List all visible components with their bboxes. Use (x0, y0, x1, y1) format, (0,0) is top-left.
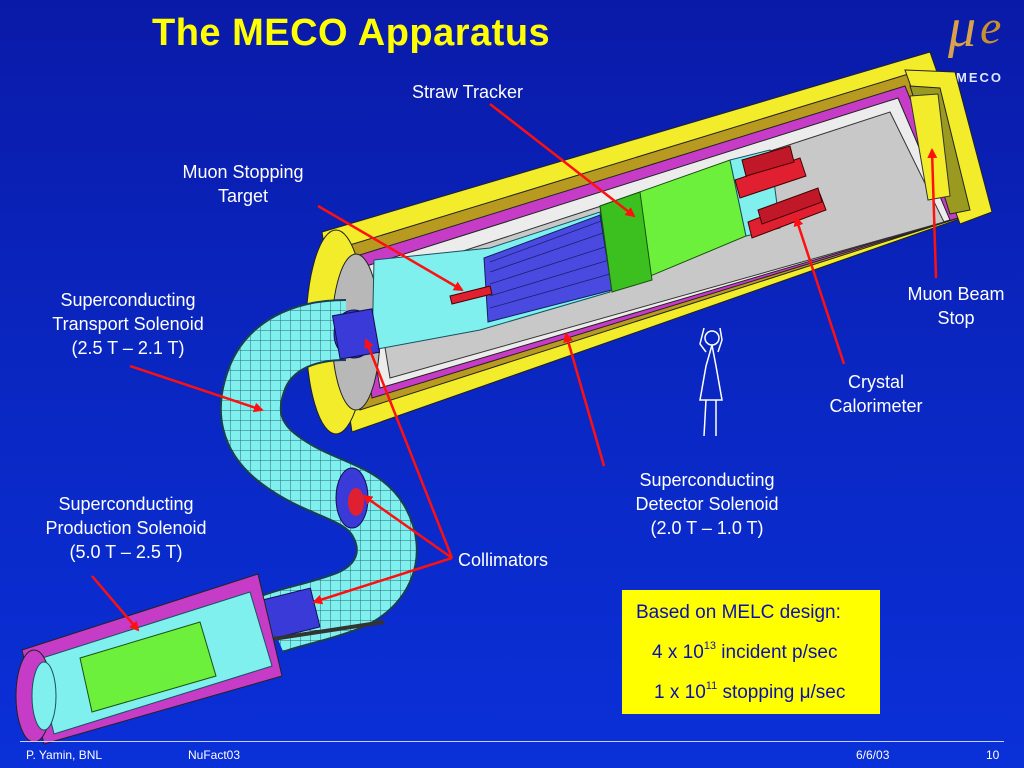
production-solenoid-shape (15, 573, 283, 745)
label-line: Target (217, 186, 269, 206)
arrow-collimator-3 (312, 556, 453, 605)
footer-date: 6/6/03 (856, 748, 890, 762)
human-scale-figure (699, 327, 723, 437)
melc-info-box: Based on MELC design: 4 x 1013 incident … (622, 590, 880, 714)
arrow-detector-solenoid (563, 332, 606, 467)
label-line: Muon Stopping (182, 162, 304, 182)
label-crystal-calorimeter: Crystal Calorimeter (816, 370, 936, 418)
meco-logo: μ e MECO (942, 0, 1024, 86)
label-line: (5.0 T – 2.5 T) (69, 542, 183, 562)
detector-bore (371, 211, 613, 351)
transport-solenoid-shape (213, 299, 418, 654)
label-straw-tracker: Straw Tracker (412, 82, 524, 102)
label-line: (2.0 T – 1.0 T) (650, 518, 764, 538)
footer-event: NuFact03 (188, 748, 241, 762)
info-unit: incident p/sec (716, 642, 838, 663)
label-detector-solenoid: Superconducting Detector Solenoid (2.0 T… (612, 468, 802, 540)
label-collimators: Collimators (458, 550, 549, 570)
label-line: Stop (937, 308, 975, 328)
label-line: Superconducting (58, 494, 194, 514)
label-production-solenoid: Superconducting Production Solenoid (5.0… (28, 492, 224, 564)
info-exponent: 11 (705, 680, 718, 692)
label-line: Transport Solenoid (52, 314, 204, 334)
arrow-transport-solenoid (129, 364, 264, 413)
arrow-beam-stop (927, 148, 938, 279)
mu-logo-glyph: μ (948, 0, 977, 59)
arrow-collimator-1 (364, 338, 454, 559)
info-base: 1 x 10 (654, 682, 706, 703)
info-exponent: 13 (703, 640, 717, 652)
crystal-calorimeter-shape (734, 145, 827, 239)
info-base: 4 x 10 (652, 642, 704, 663)
info-unit: stopping μ/sec (717, 682, 846, 703)
slide-title: The MECO Apparatus (152, 12, 551, 54)
footer-author: P. Yamin, BNL (26, 748, 103, 762)
label-line: Calorimeter (829, 396, 923, 416)
footer-divider (20, 741, 1004, 742)
label-line: Production Solenoid (45, 518, 207, 538)
label-line: (2.5 T – 2.1 T) (71, 338, 185, 358)
label-line: Superconducting (60, 290, 196, 310)
footer-page-number: 10 (986, 748, 1000, 762)
arrow-straw-tracker (489, 103, 636, 218)
arrow-calorimeter (793, 216, 846, 365)
info-line-stopping: 1 x 1011 stopping μ/sec (654, 680, 846, 704)
info-line-design: Based on MELC design: (636, 602, 841, 623)
label-line: Crystal (847, 372, 904, 392)
label-transport-solenoid: Superconducting Transport Solenoid (2.5 … (36, 288, 220, 360)
label-line: Muon Beam (907, 284, 1005, 304)
label-muon-stopping-target: Muon Stopping Target (170, 160, 316, 208)
label-line: Superconducting (639, 470, 775, 490)
stopping-target-shape (449, 285, 493, 305)
arrow-production-solenoid (91, 575, 140, 632)
pointer-arrows (91, 103, 938, 632)
e-logo-glyph: e (980, 1, 1002, 54)
beam-stop-shape (909, 93, 951, 201)
arrow-stopping-target (317, 204, 464, 292)
logo-text: MECO (956, 70, 1003, 85)
label-muon-beam-stop: Muon Beam Stop (892, 282, 1020, 330)
label-line: Detector Solenoid (635, 494, 779, 514)
arrow-collimator-2 (362, 494, 453, 560)
info-line-incident: 4 x 1013 incident p/sec (652, 640, 838, 664)
